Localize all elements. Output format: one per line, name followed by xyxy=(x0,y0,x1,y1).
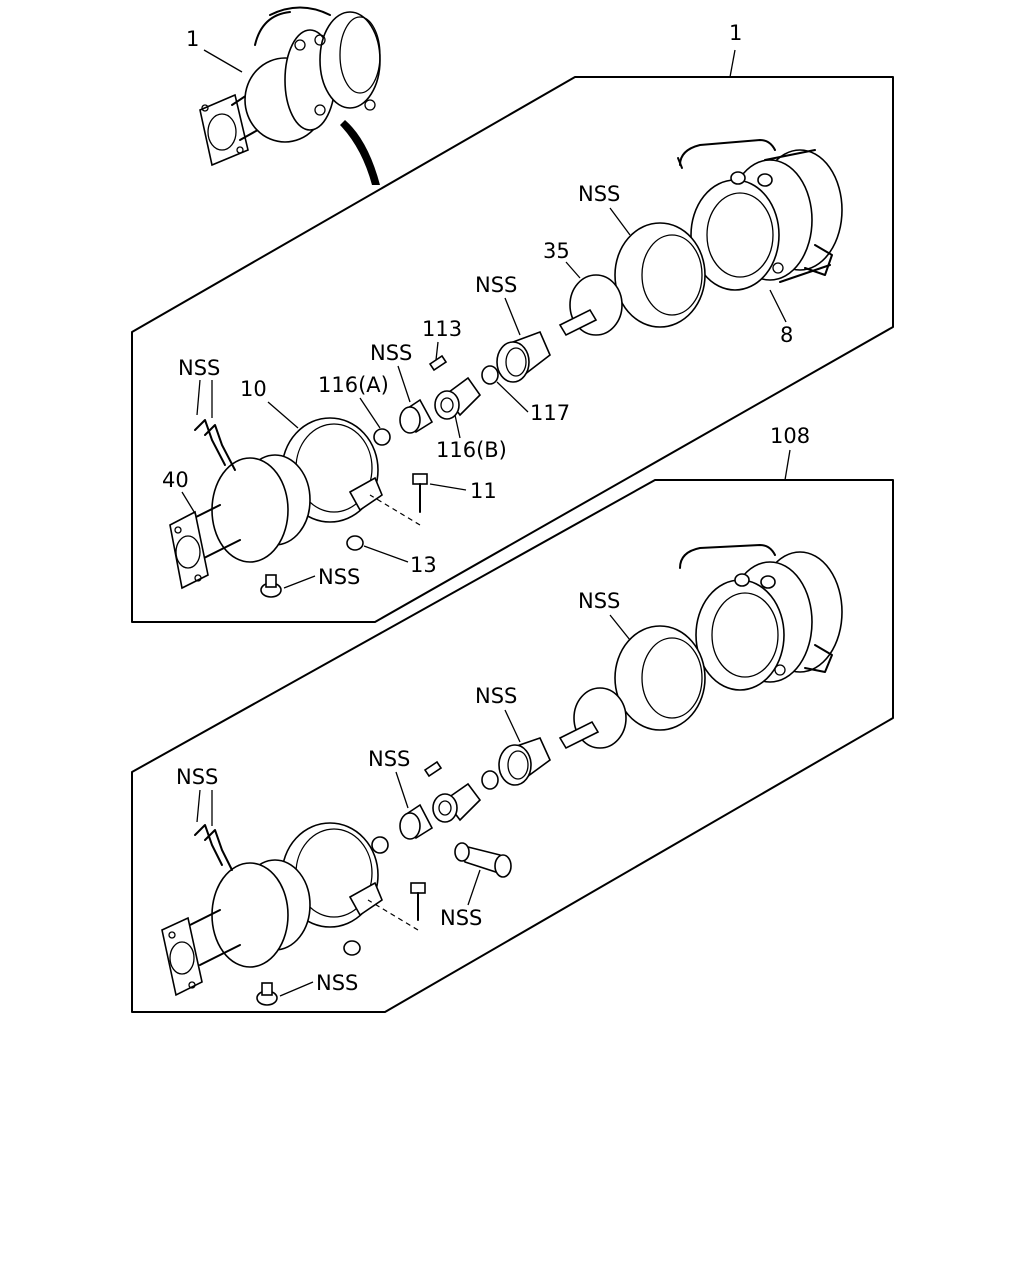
callout-overview: 1 xyxy=(186,27,199,51)
callout-nss-bushing: NSS xyxy=(370,341,412,365)
pin-113 xyxy=(428,354,448,372)
gasket-ring-bottom xyxy=(614,625,706,731)
callout-assembly-1: 1 xyxy=(729,21,742,45)
fitting-116b xyxy=(434,376,482,420)
callout-nss-boot: NSS xyxy=(475,273,517,297)
gasket-ring xyxy=(614,222,706,328)
o-ring-bottom xyxy=(481,770,499,790)
inlet-pipe-bottom xyxy=(161,859,311,997)
callout-113: 113 xyxy=(422,317,462,341)
callout-116a: 116(A) xyxy=(318,373,389,397)
callout-nss-gasket: NSS xyxy=(578,182,620,206)
callout-nss-bolt-top: NSS xyxy=(318,565,360,589)
nut-13 xyxy=(346,535,364,551)
hoses-bottom xyxy=(194,824,233,871)
hoses-top xyxy=(194,419,236,471)
callout-13: 13 xyxy=(410,553,437,577)
callout-116b: 116(B) xyxy=(436,438,507,462)
flange-bolt-bottom xyxy=(256,982,278,1006)
inlet-pipe-40 xyxy=(169,454,311,590)
nut-116a xyxy=(373,428,391,446)
callout-nss-hose-top: NSS xyxy=(178,356,220,380)
callout-assembly-108: 108 xyxy=(770,424,810,448)
diaphragm-disc-35 xyxy=(558,274,623,337)
bushing-bottom xyxy=(399,803,434,840)
o-ring-117 xyxy=(481,365,499,385)
boot-seal xyxy=(496,330,551,383)
callout-nss-sensor: NSS xyxy=(440,906,482,930)
boot-bottom xyxy=(498,737,551,786)
callout-10: 10 xyxy=(240,377,267,401)
bushing xyxy=(399,398,434,434)
assembly-panel-1 xyxy=(131,76,894,623)
flange-bolt-top xyxy=(260,574,282,598)
callout-117: 117 xyxy=(530,401,570,425)
callout-8: 8 xyxy=(780,323,793,347)
callout-nss-bushing-bottom: NSS xyxy=(368,747,410,771)
bolt-11 xyxy=(412,473,428,513)
pin-bottom xyxy=(423,760,443,778)
disc-bottom xyxy=(558,687,627,750)
bolt-bottom xyxy=(410,882,426,921)
assembly-panel-108 xyxy=(131,479,894,1013)
callout-nss-boot-bottom: NSS xyxy=(475,684,517,708)
pointer-arrow xyxy=(340,120,380,185)
callout-35: 35 xyxy=(543,239,570,263)
sensor-plug xyxy=(454,842,512,878)
nut-13-bottom xyxy=(343,940,361,956)
callout-nss-bolt-bottom: NSS xyxy=(316,971,358,995)
callout-nss-gasket-bottom: NSS xyxy=(578,589,620,613)
fitting-bottom xyxy=(432,782,482,823)
overview-assembly xyxy=(199,6,381,167)
callout-11: 11 xyxy=(470,479,497,503)
housing-part-8 xyxy=(677,139,843,291)
callout-40: 40 xyxy=(162,468,189,492)
nut-bottom xyxy=(371,836,389,854)
callout-nss-hose-bottom: NSS xyxy=(176,765,218,789)
housing-bottom xyxy=(679,544,843,691)
